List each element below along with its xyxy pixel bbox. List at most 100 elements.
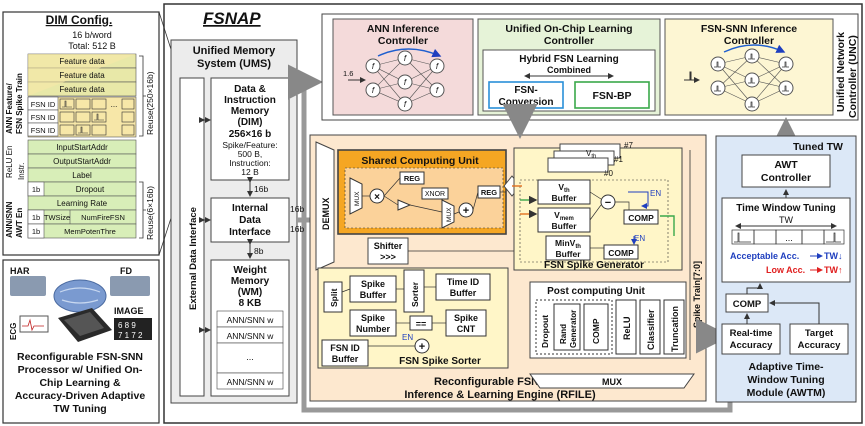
- vmem-buffer-b: Buffer: [551, 221, 577, 231]
- reuse-6: Reuse(6×16b): [145, 186, 155, 240]
- spike-num-1: Spike: [361, 313, 385, 323]
- truncation: Truncation: [670, 306, 680, 352]
- sorter-en: EN: [402, 333, 413, 342]
- dim-title-4: (DIM): [238, 117, 263, 128]
- target-acc-1: Target: [805, 328, 834, 339]
- dim-spike-1: Spike/Feature:: [222, 140, 277, 150]
- learn-ctrl-title-2: Controller: [544, 35, 594, 47]
- vth-buffer-1: Vth: [558, 182, 570, 194]
- dim-title-1: Data &: [234, 84, 266, 95]
- vmem-buffer: Vmem: [554, 210, 574, 222]
- tw-up: TW↑: [824, 265, 843, 275]
- tw-label: TW: [779, 215, 793, 225]
- learn-ctrl-title-1: Unified On-Chip Learning: [505, 23, 632, 35]
- awtm-title-1: Adaptive Time-: [748, 361, 824, 373]
- rand-2: Generator: [569, 310, 578, 348]
- caption-line-3: Chip Learning &: [39, 377, 121, 389]
- neuron-f-3: f: [404, 54, 407, 63]
- hybrid-learning: Hybrid FSN Learning: [519, 54, 618, 65]
- target-acc-2: Accuracy: [798, 340, 841, 351]
- acc-acceptable: Acceptable Acc.: [730, 251, 799, 261]
- awtm-comp: COMP: [733, 299, 762, 310]
- reuse-250: Reuse(250×16b): [145, 71, 155, 135]
- ext-data-interface: External Data Interface: [188, 207, 199, 310]
- dim-instr-rows: InputStartAddr OutputStartAddr Label 1b …: [27, 139, 137, 239]
- brain-icon: [53, 279, 107, 313]
- scu-xnor: XNOR: [425, 191, 445, 198]
- bw-8b: 8b: [254, 246, 264, 256]
- neuron-f-2: f: [372, 86, 375, 95]
- dim-row-input-start: InputStartAddr: [56, 143, 108, 152]
- dim-fsnid-3: FSN ID: [31, 126, 56, 135]
- dim-row-feature-1: Feature data: [59, 57, 105, 66]
- rand-1: Rand: [559, 324, 568, 344]
- fsnap-title: FSNAP: [203, 9, 261, 28]
- idi-3: Interface: [229, 227, 271, 238]
- dim-1b-twsize: 1b: [32, 213, 40, 222]
- awtm-title-2: Window Tuning: [747, 374, 824, 386]
- ums-title-2: System (UMS): [197, 58, 271, 70]
- svg-text:6 8 9: 6 8 9: [118, 321, 136, 330]
- dim-twsize: TWSize: [44, 213, 70, 222]
- svg-text:×: ×: [374, 192, 380, 203]
- tid-buf-1: Time ID: [447, 277, 480, 287]
- dim-spike-3: Instruction:: [229, 158, 271, 168]
- dim-row-label: Label: [72, 171, 92, 180]
- dim-total-size: Total: 512 B: [68, 41, 116, 51]
- dim-row-feature-2: Feature data: [59, 71, 105, 80]
- processor-panel: HAR FD ECG IMAGE 6 8 9 7 1 7 2 Reconfigu…: [2, 259, 160, 424]
- awt-ctrl-1: AWT: [774, 159, 798, 171]
- image-label: IMAGE: [114, 306, 144, 316]
- twt-dots: ...: [785, 233, 793, 243]
- shifter: Shifter: [374, 241, 403, 251]
- dim-row-feature-3: Feature data: [59, 85, 105, 94]
- dim-config-title: DIM Config.: [46, 13, 113, 27]
- scu-reg-1: REG: [404, 174, 420, 183]
- bw-16b-rfile-1: 16b: [290, 204, 304, 214]
- dim-1b-memthre: 1b: [32, 227, 40, 236]
- tw-down: TW↓: [824, 251, 843, 261]
- dim-fsnid-1: FSN ID: [31, 100, 56, 109]
- out-mux: MUX: [602, 377, 622, 387]
- ann-ctrl-title-2: Controller: [378, 35, 428, 47]
- awtm-title-3: Module (AWTM): [747, 387, 826, 399]
- wm-3: (WM): [238, 287, 262, 298]
- dim-fsnid-rows: FSN ID FSN ID FSN ID ...: [27, 96, 137, 138]
- unc-title-1: Unified Network: [835, 32, 847, 112]
- caption-line-4: Accuracy-Driven Adaptive: [15, 390, 145, 402]
- unc-block: Unified Network Controller (UNC) ANN Inf…: [321, 13, 859, 121]
- fsn-sorter-title: FSN Spike Sorter: [399, 356, 481, 367]
- gen-en-1: EN: [650, 189, 661, 198]
- awt-ctrl-2: Controller: [761, 172, 811, 184]
- tid-buf-2: Buffer: [450, 288, 477, 298]
- tuned-tw: Tuned TW: [793, 141, 843, 153]
- scu-mux-2: MUX: [446, 207, 453, 222]
- vth-n1: #1: [614, 155, 623, 164]
- ecg-label: ECG: [9, 323, 18, 340]
- bw-16b-rfile-2: 16b: [290, 224, 304, 234]
- neuron-f-5: f: [404, 100, 407, 109]
- svg-text:+: +: [419, 341, 425, 353]
- snn-ctrl-title-2: Controller: [724, 35, 774, 47]
- acc-low: Low Acc.: [766, 265, 805, 275]
- awtm-block: Tuned TW AWT Controller Time Window Tuni…: [715, 135, 857, 403]
- classifier: Classifier: [646, 309, 656, 350]
- split: Split: [329, 288, 339, 307]
- svg-text:7 1 7 2: 7 1 7 2: [118, 331, 143, 340]
- dim-word-width: 16 b/word: [72, 30, 112, 40]
- scu-reg-2: REG: [481, 188, 497, 197]
- side-instr: Instr.: [17, 163, 26, 180]
- neuron-f-6: f: [436, 62, 439, 71]
- minvth-buffer-b: Buffer: [555, 249, 581, 259]
- demux: DEMUX: [321, 197, 331, 230]
- dim-numfire: NumFireFSN: [81, 213, 125, 222]
- spike-train-label: Spike Train[7:0]: [692, 261, 702, 328]
- caption-line-5: TW Tuning: [53, 403, 106, 415]
- gen-comp-1: COMP: [628, 213, 654, 223]
- ecg-icon: [19, 315, 49, 333]
- side-ann-feature: ANN Feature/: [5, 83, 14, 134]
- svg-text:==: ==: [416, 319, 427, 329]
- svg-text:−: −: [605, 197, 611, 209]
- dim-row-learning-rate: Learning Rate: [57, 199, 108, 208]
- gen-en-2: EN: [634, 234, 645, 243]
